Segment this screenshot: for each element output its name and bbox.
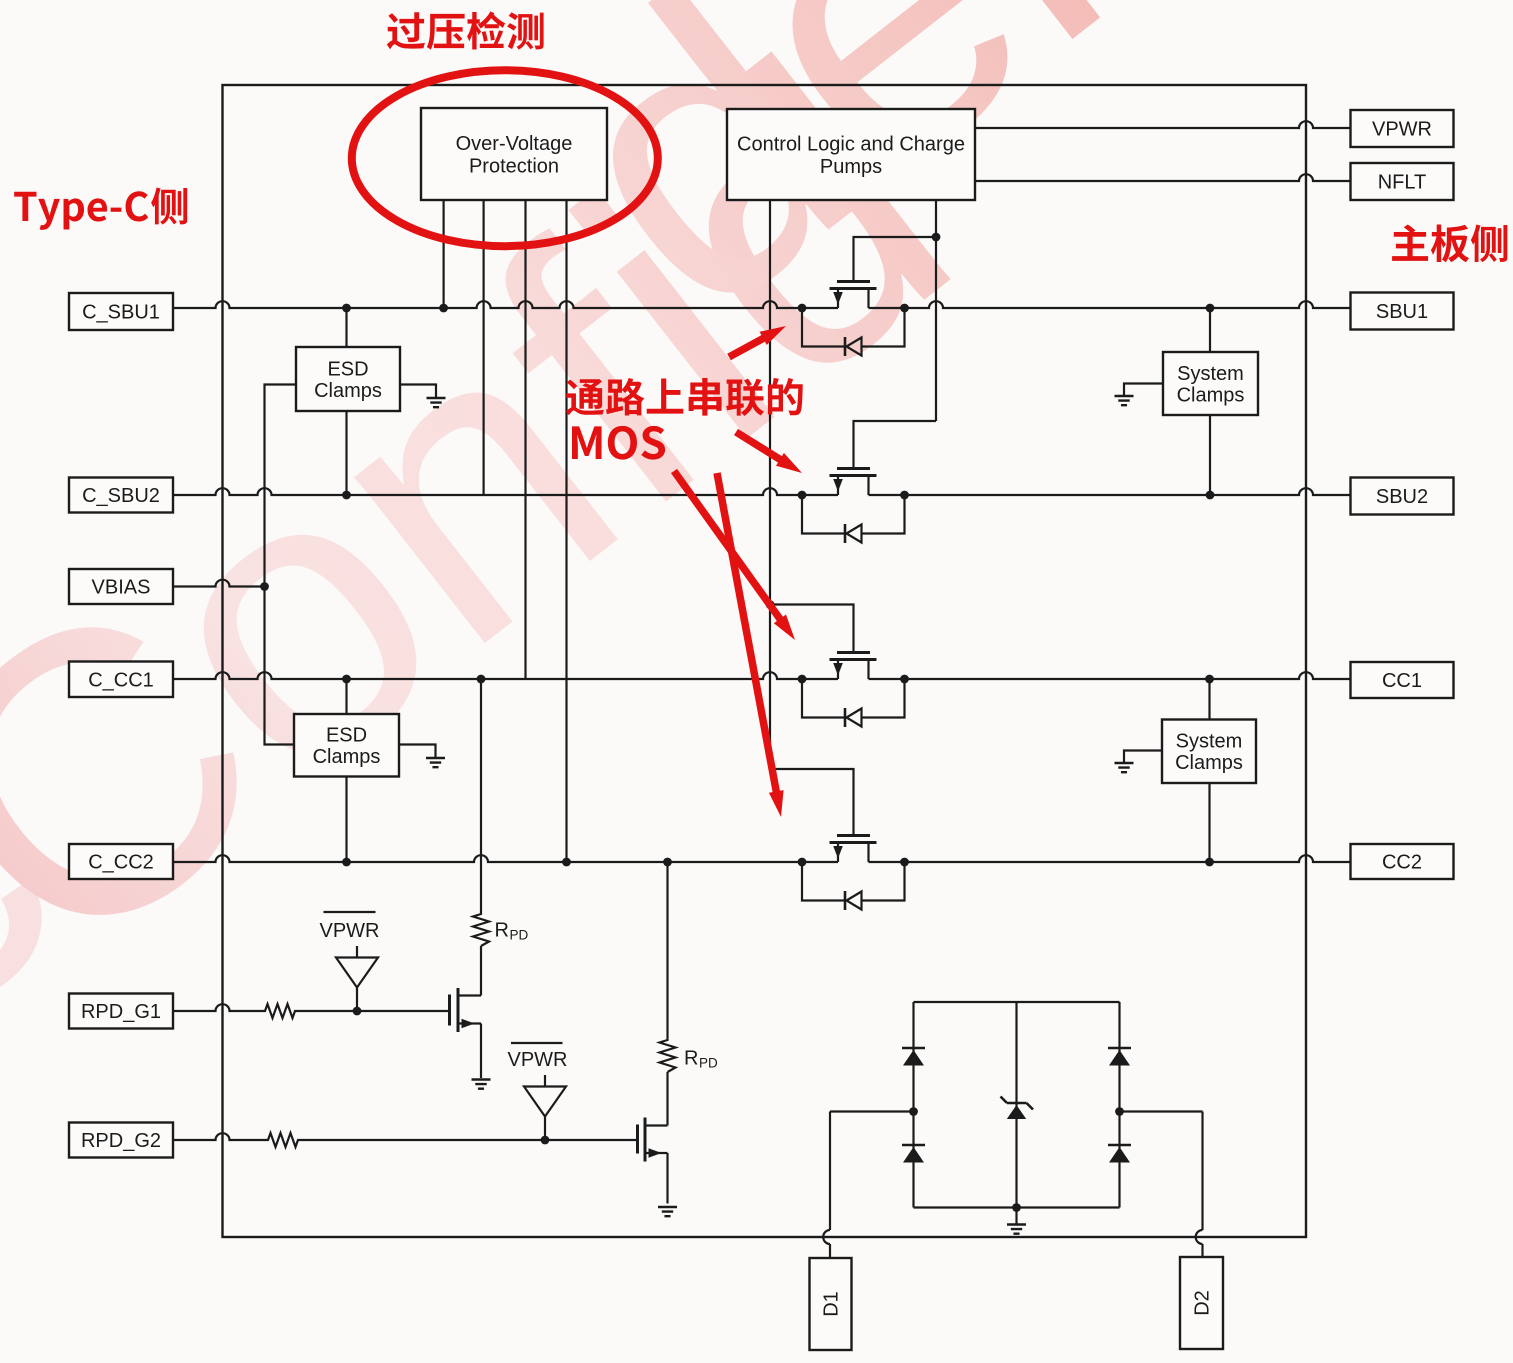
svg-text:Clamps: Clamps xyxy=(1177,384,1245,406)
svg-text:NFLT: NFLT xyxy=(1378,172,1427,194)
svg-text:CC1: CC1 xyxy=(1382,670,1422,692)
svg-text:VPWR: VPWR xyxy=(1372,119,1432,141)
svg-text:ESD: ESD xyxy=(326,725,367,747)
svg-text:VPWR: VPWR xyxy=(320,920,380,942)
svg-text:R: R xyxy=(495,920,509,942)
svg-text:Over-Voltage: Over-Voltage xyxy=(456,133,573,155)
svg-text:C_SBU1: C_SBU1 xyxy=(82,302,160,324)
svg-text:D2: D2 xyxy=(1192,1290,1214,1316)
svg-text:C_SBU2: C_SBU2 xyxy=(82,485,160,507)
svg-text:System: System xyxy=(1177,363,1244,385)
svg-text:Clamps: Clamps xyxy=(1175,752,1243,774)
svg-text:RPD_G1: RPD_G1 xyxy=(81,1001,161,1023)
svg-text:VBIAS: VBIAS xyxy=(92,577,151,599)
svg-text:Clamps: Clamps xyxy=(314,380,382,402)
svg-text:SBU2: SBU2 xyxy=(1376,486,1428,508)
svg-text:Clamps: Clamps xyxy=(313,746,381,768)
svg-text:Protection: Protection xyxy=(469,155,559,177)
svg-text:PD: PD xyxy=(510,928,529,943)
svg-text:CC2: CC2 xyxy=(1382,852,1422,874)
svg-text:RPD_G2: RPD_G2 xyxy=(81,1130,161,1152)
svg-text:R: R xyxy=(684,1048,698,1070)
svg-text:Pumps: Pumps xyxy=(820,156,882,178)
svg-text:Control Logic and Charge: Control Logic and Charge xyxy=(737,133,965,155)
svg-text:D1: D1 xyxy=(821,1291,843,1317)
svg-text:C_CC2: C_CC2 xyxy=(88,852,154,874)
svg-text:C_CC1: C_CC1 xyxy=(88,669,154,691)
svg-text:System: System xyxy=(1176,731,1243,753)
svg-text:PD: PD xyxy=(699,1056,718,1071)
svg-text:ESD: ESD xyxy=(327,358,368,380)
svg-text:SBU1: SBU1 xyxy=(1376,301,1428,323)
svg-text:VPWR: VPWR xyxy=(508,1049,568,1071)
